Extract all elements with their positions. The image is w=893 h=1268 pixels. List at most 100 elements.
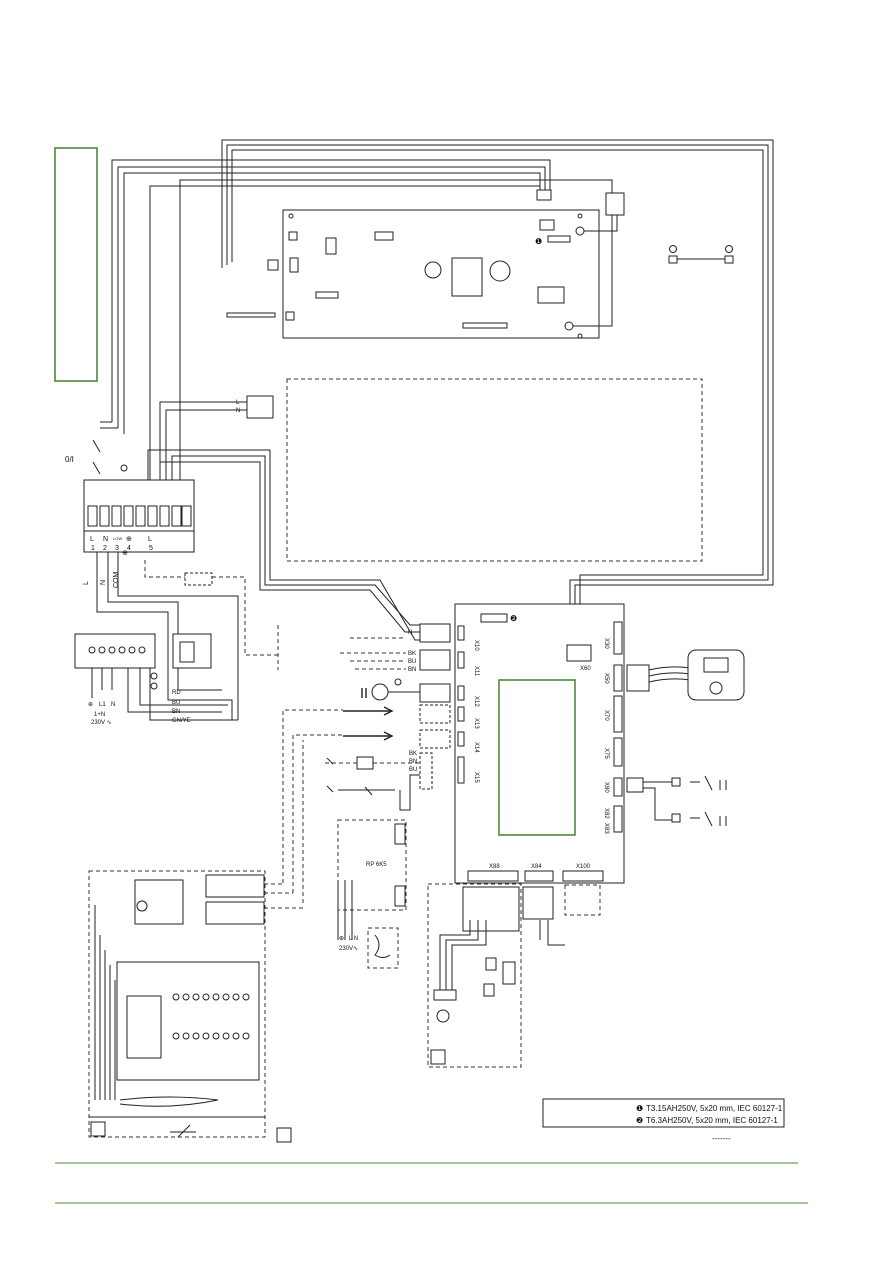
terminal-label-pe: ⊕ bbox=[126, 536, 132, 543]
terminal-number: 4 bbox=[127, 545, 131, 552]
terminal-label-l: L bbox=[90, 536, 94, 543]
sensor-label-bu: BU bbox=[409, 767, 417, 773]
fuse-notes-box bbox=[542, 1098, 785, 1128]
extension-plug bbox=[433, 989, 457, 1001]
sensor-wire bbox=[399, 774, 420, 811]
top-connector bbox=[536, 189, 552, 201]
transformer bbox=[451, 257, 483, 297]
fuse-1 bbox=[547, 235, 571, 243]
connector-x70: X70 bbox=[603, 710, 609, 721]
heating-coil bbox=[119, 1096, 219, 1107]
connector-x15: X15 bbox=[473, 772, 479, 783]
fuse-note-2-marker: ❷ bbox=[636, 1116, 643, 1125]
sensor-label-bn: BN bbox=[409, 759, 417, 765]
mains-right-ln: L N bbox=[349, 936, 358, 942]
board-connectors-left bbox=[419, 623, 451, 790]
connector-x60-plug bbox=[566, 644, 592, 662]
qr-code-icon bbox=[430, 1049, 446, 1065]
connector-x30: X30 bbox=[603, 638, 609, 649]
sensor-arrows bbox=[690, 781, 700, 819]
qr-code-icon bbox=[90, 1121, 106, 1137]
fuse-2 bbox=[480, 613, 508, 623]
thermostat-icon bbox=[704, 775, 727, 827]
circuit-breakers bbox=[126, 995, 162, 1059]
small-terminal-l-label: L bbox=[236, 400, 240, 406]
wire-color-rd: RD bbox=[172, 690, 181, 696]
pcb-capacitor-large bbox=[489, 260, 511, 282]
connector-x80: X80 bbox=[603, 782, 609, 793]
main-switch-label: 0/I bbox=[65, 455, 74, 464]
tap-wires bbox=[539, 920, 565, 946]
connector-x12: X12 bbox=[473, 696, 479, 707]
x80-wires bbox=[643, 781, 672, 821]
mains-left-n: N bbox=[111, 702, 115, 708]
supply-label-com: COM bbox=[113, 572, 120, 589]
relay-dashed bbox=[144, 560, 278, 656]
wire-color-gnye: GN/YE bbox=[172, 718, 191, 724]
earth-icon bbox=[725, 245, 733, 253]
tap-icon bbox=[326, 757, 334, 793]
x100-option bbox=[564, 884, 601, 916]
terminal-cells bbox=[87, 505, 192, 527]
control-panel bbox=[687, 649, 745, 701]
wire-small bbox=[165, 409, 247, 480]
earth-icon bbox=[394, 678, 402, 686]
connector-x50: X50 bbox=[603, 673, 609, 684]
earth-terminal bbox=[724, 255, 734, 264]
mains-left-voltage: 230V ∿ bbox=[91, 720, 112, 726]
terminal-label-l2: L bbox=[148, 536, 152, 543]
connector-x13: X13 bbox=[473, 718, 479, 729]
mains-left-pe: ⊕ bbox=[88, 702, 93, 708]
terminal-number: 3 bbox=[115, 545, 119, 552]
ribbon-cable bbox=[226, 312, 276, 318]
wire-to-x10 bbox=[171, 455, 420, 626]
board-display-area bbox=[498, 679, 576, 836]
terminal-number: 1 bbox=[91, 545, 95, 552]
arrow-icon bbox=[383, 706, 394, 741]
signal-arrows bbox=[343, 710, 390, 737]
dashed-signal-wires bbox=[282, 709, 343, 903]
wire-bundle-outer bbox=[231, 149, 764, 645]
sensor-box bbox=[671, 777, 681, 787]
mains-right-pe: ⊕ bbox=[339, 936, 344, 942]
heater-coil-icon bbox=[374, 934, 391, 958]
relay-contact bbox=[184, 572, 213, 586]
wire-top bbox=[117, 166, 546, 428]
pcb-header bbox=[374, 231, 394, 241]
wire-top bbox=[123, 172, 541, 434]
x80-plug bbox=[626, 777, 644, 793]
pcb-edge-connector bbox=[462, 322, 508, 329]
wire-to-x10 bbox=[147, 449, 420, 641]
connector-x75: X75 bbox=[603, 748, 609, 759]
heater-wires bbox=[94, 905, 116, 1100]
mains-left-l1: L1 bbox=[99, 702, 106, 708]
fuse-note-1-text: T3.15AH250V, 5x20 mm, IEC 60127-1 bbox=[646, 1104, 783, 1113]
heater-thermostat bbox=[134, 879, 184, 925]
mains-terminal-screws bbox=[88, 646, 146, 654]
contactor-screws bbox=[172, 993, 250, 1040]
terminal-number: 5 bbox=[149, 545, 153, 552]
panel-cable bbox=[648, 666, 691, 683]
connector-x100: X100 bbox=[576, 864, 591, 870]
extension-terminal-2 bbox=[522, 886, 554, 920]
mains-left-wires bbox=[91, 668, 238, 721]
connector-x10: X10 bbox=[473, 640, 479, 651]
wire-bundle-outer bbox=[226, 144, 769, 645]
sensor-symbol bbox=[170, 1124, 196, 1138]
pcb-slot bbox=[315, 291, 339, 299]
terminal-number: 2 bbox=[103, 545, 107, 552]
pcb-component bbox=[289, 257, 299, 273]
dashed-legend: ------- bbox=[712, 1134, 731, 1143]
thermostat-knob bbox=[136, 900, 148, 912]
sensor-box bbox=[671, 813, 681, 823]
extension-terminal bbox=[462, 886, 520, 932]
extension-module bbox=[427, 883, 522, 1068]
fuse-note-2-text: T6.3AH250V, 5x20 mm, IEC 60127-1 bbox=[646, 1116, 778, 1125]
pcb-relay bbox=[537, 286, 565, 304]
pcb-screw bbox=[575, 226, 585, 236]
pcb-hole bbox=[577, 333, 583, 339]
supply-wire-n bbox=[107, 552, 222, 691]
side-frame bbox=[54, 147, 98, 382]
switch-node bbox=[120, 464, 128, 472]
board-connector-tabs-left bbox=[457, 625, 465, 784]
